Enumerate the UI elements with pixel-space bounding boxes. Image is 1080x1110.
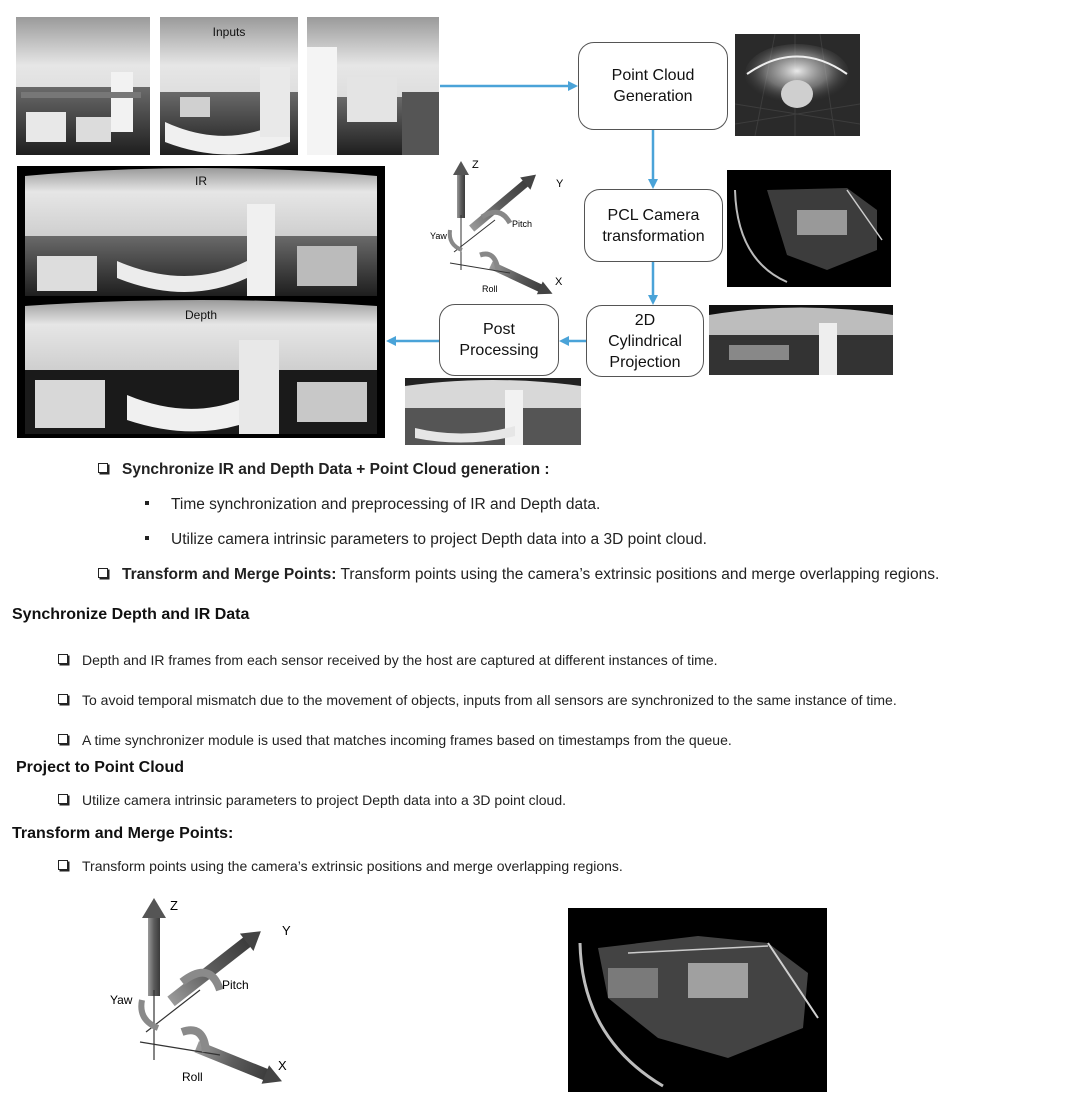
sync-heading: Synchronize Depth and IR Data xyxy=(12,606,250,623)
square-bullet-icon xyxy=(145,535,149,540)
axis-x-label: X xyxy=(555,276,563,288)
axis-y-label: Y xyxy=(556,178,564,190)
sync-bullet-1: Depth and IR frames from each sensor rec… xyxy=(58,652,718,668)
summary-sub-2: Utilize camera intrinsic parameters to p… xyxy=(145,531,707,549)
roll-label-large: Roll xyxy=(182,1070,203,1084)
summary-item-2: Transform and Merge Points: Transform po… xyxy=(98,566,939,584)
pitch-label: Pitch xyxy=(512,219,532,229)
point-cloud-generation-node: Point Cloud Generation xyxy=(578,42,728,130)
checkbox-bullet-icon xyxy=(58,654,68,665)
roll-label: Roll xyxy=(482,284,498,294)
summary-item-1: Synchronize IR and Depth Data + Point Cl… xyxy=(98,461,550,479)
checkbox-bullet-icon xyxy=(58,860,68,871)
transform-heading: Transform and Merge Points: xyxy=(12,825,234,842)
axis-z-label-large: Z xyxy=(170,898,178,913)
yaw-label: Yaw xyxy=(430,231,447,241)
checkbox-bullet-icon xyxy=(98,462,108,473)
pitch-label-large: Pitch xyxy=(222,978,249,992)
cylindrical-projection-image xyxy=(709,305,893,375)
summary-item-1-title: Synchronize IR and Depth Data + Point Cl… xyxy=(122,461,550,478)
post-processing-image xyxy=(405,378,581,445)
depth-label: Depth xyxy=(184,308,218,322)
input-image-3 xyxy=(307,17,439,155)
checkbox-bullet-icon xyxy=(58,734,68,745)
inputs-label: Inputs xyxy=(212,25,246,39)
ir-label: IR xyxy=(195,174,207,188)
cylindrical-projection-node: 2D Cylindrical Projection xyxy=(586,305,704,377)
flow-arrows xyxy=(386,81,658,346)
transform-bullet-1: Transform points using the camera’s extr… xyxy=(58,858,623,874)
project-bullet-1: Utilize camera intrinsic parameters to p… xyxy=(58,792,566,808)
project-heading: Project to Point Cloud xyxy=(16,759,184,776)
input-image-1 xyxy=(16,17,150,155)
input-image-2: Inputs xyxy=(160,17,298,155)
pcl-camera-transformation-node: PCL Camera transformation xyxy=(584,189,723,262)
axis-z-label: Z xyxy=(472,159,479,171)
merged-point-cloud-image xyxy=(568,908,827,1092)
summary-sub-1: Time synchronization and preprocessing o… xyxy=(145,496,600,514)
axes-diagram-large: Z Y X Yaw Pitch Roll xyxy=(110,898,291,1084)
axis-x-label-large: X xyxy=(278,1058,287,1073)
yaw-label-large: Yaw xyxy=(110,993,133,1007)
ir-panorama-image: IR xyxy=(17,166,385,300)
depth-panorama-image: Depth xyxy=(17,300,385,438)
checkbox-bullet-icon xyxy=(98,567,108,578)
post-processing-node: Post Processing xyxy=(439,304,559,376)
axis-y-label-large: Y xyxy=(282,923,291,938)
point-cloud-image xyxy=(735,34,860,136)
square-bullet-icon xyxy=(145,500,149,505)
summary-item-2-title: Transform and Merge Points: xyxy=(122,566,337,583)
pcl-transform-image xyxy=(727,170,891,287)
checkbox-bullet-icon xyxy=(58,694,68,705)
checkbox-bullet-icon xyxy=(58,794,68,805)
sync-bullet-3: A time synchronizer module is used that … xyxy=(58,732,732,748)
sync-bullet-2: To avoid temporal mismatch due to the mo… xyxy=(58,692,897,708)
axes-diagram-small: Z Y X Yaw Pitch Roll xyxy=(430,159,564,295)
